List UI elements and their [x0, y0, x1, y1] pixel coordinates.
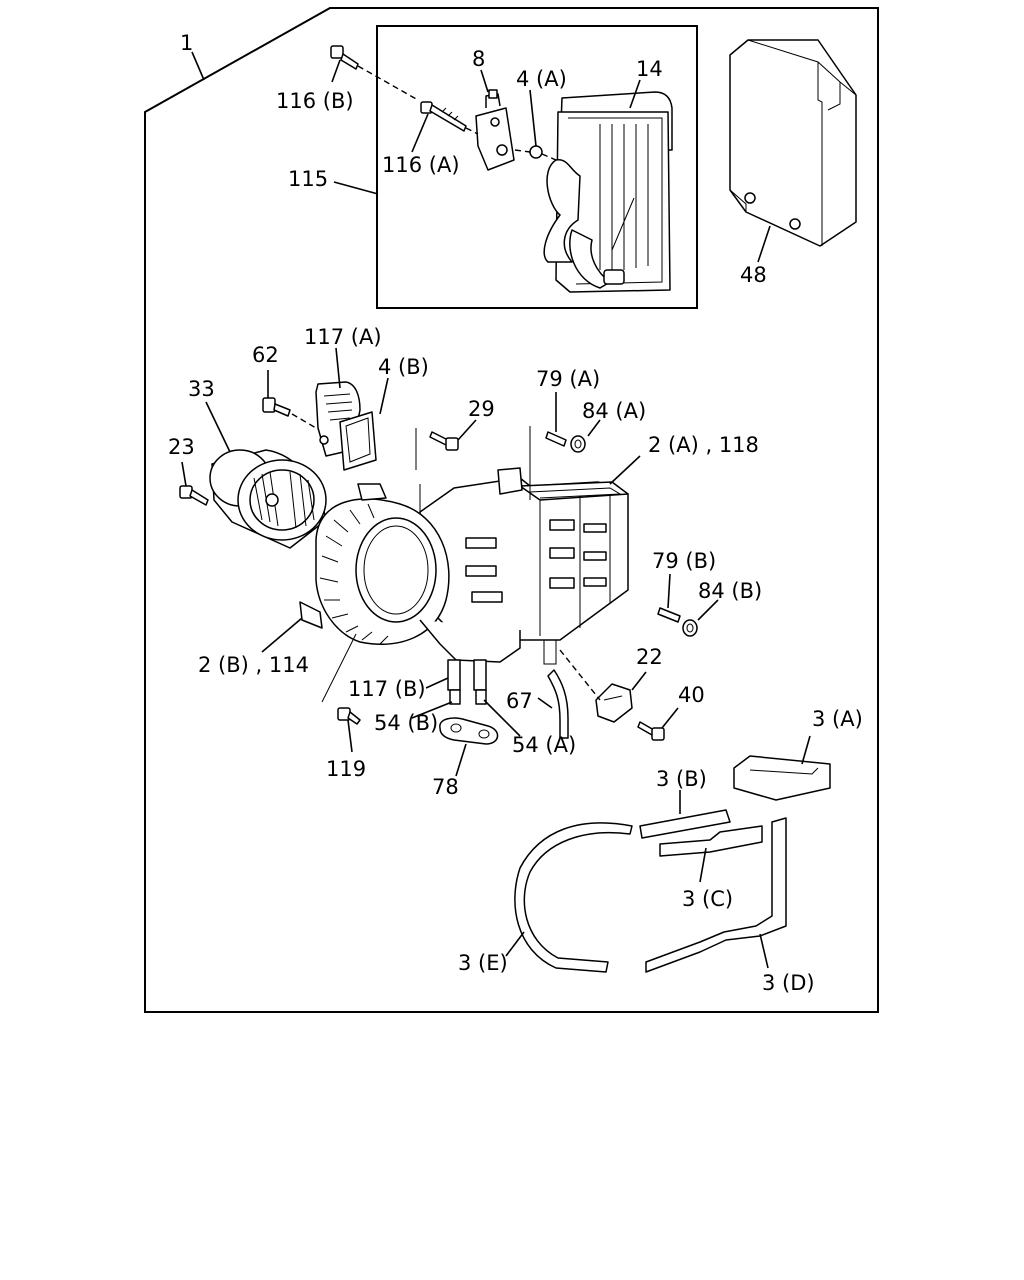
- bolt-116a: [420, 101, 467, 132]
- dashed-leader-22: [559, 649, 601, 701]
- label-3a: 3 (A): [812, 707, 863, 731]
- dashed-leader-116b: [357, 65, 419, 101]
- actuator-22: [595, 683, 633, 723]
- label-4a: 4 (A): [516, 67, 567, 91]
- label-54a: 54 (A): [512, 733, 576, 757]
- label-84a: 84 (A): [582, 399, 646, 423]
- label-116a: 116 (A): [382, 153, 460, 177]
- pipe-54b: [449, 689, 461, 705]
- grommet-84b: [682, 619, 698, 637]
- label-4b: 4 (B): [378, 355, 429, 379]
- label-22: 22: [636, 645, 663, 669]
- screw-40: [637, 721, 665, 741]
- label-119: 119: [326, 757, 366, 781]
- expansion-valve: [475, 89, 515, 171]
- grommet-84a: [570, 435, 586, 453]
- label-29: 29: [468, 397, 495, 421]
- label-3b: 3 (B): [656, 767, 707, 791]
- label-2b114: 2 (B) , 114: [198, 653, 309, 677]
- blower-motor: [209, 449, 327, 549]
- seal-3c: [659, 825, 763, 857]
- heater-blower-case: [299, 467, 629, 691]
- drain-hose-67: [547, 669, 569, 739]
- label-48: 48: [740, 263, 767, 287]
- pipe-54a: [475, 689, 487, 705]
- plate-78: [439, 717, 499, 745]
- seal-3a: [733, 755, 831, 801]
- o-ring-4a: [529, 145, 543, 159]
- seal-3d: [645, 817, 787, 973]
- part-labels: 1 116 (B) 116 (A) 115 8 4 (A) 14 48 117 …: [168, 31, 863, 995]
- label-67: 67: [506, 689, 533, 713]
- seal-3b: [639, 809, 731, 839]
- pin-79a: [545, 431, 567, 447]
- label-1: 1: [180, 31, 193, 55]
- label-3c: 3 (C): [682, 887, 733, 911]
- label-2a118: 2 (A) , 118: [648, 433, 759, 457]
- label-78: 78: [432, 775, 459, 799]
- label-14: 14: [636, 57, 663, 81]
- screw-62: [262, 397, 291, 417]
- bolt-116b: [330, 45, 359, 70]
- label-117b: 117 (B): [348, 677, 426, 701]
- label-leaders: [181, 51, 811, 969]
- label-84b: 84 (B): [698, 579, 762, 603]
- gasket-4b: [339, 411, 377, 471]
- evaporator-core: [543, 91, 673, 293]
- label-3d: 3 (D): [762, 971, 815, 995]
- evaporator-cover: [729, 39, 857, 247]
- dashed-leader-62: [291, 413, 317, 429]
- seal-3e: [514, 822, 633, 973]
- label-33: 33: [188, 377, 215, 401]
- label-79b: 79 (B): [652, 549, 716, 573]
- evaporator-group-box: [376, 25, 698, 309]
- screw-29: [429, 431, 459, 451]
- label-8: 8: [472, 47, 485, 71]
- label-117a: 117 (A): [304, 325, 382, 349]
- label-115: 115: [288, 167, 328, 191]
- label-40: 40: [678, 683, 705, 707]
- leader-119: [321, 633, 357, 703]
- label-116b: 116 (B): [276, 89, 354, 113]
- leader-29-case: [415, 428, 421, 512]
- dashed-leader-116a: [465, 127, 557, 161]
- label-23: 23: [168, 435, 195, 459]
- label-62: 62: [252, 343, 279, 367]
- label-3e: 3 (E): [458, 951, 508, 975]
- assembly-frame: [144, 7, 879, 1013]
- screw-23: [179, 485, 209, 506]
- pin-79b: [657, 607, 681, 623]
- label-54b: 54 (B): [374, 711, 438, 735]
- label-79a: 79 (A): [536, 367, 600, 391]
- screw-119: [337, 707, 361, 725]
